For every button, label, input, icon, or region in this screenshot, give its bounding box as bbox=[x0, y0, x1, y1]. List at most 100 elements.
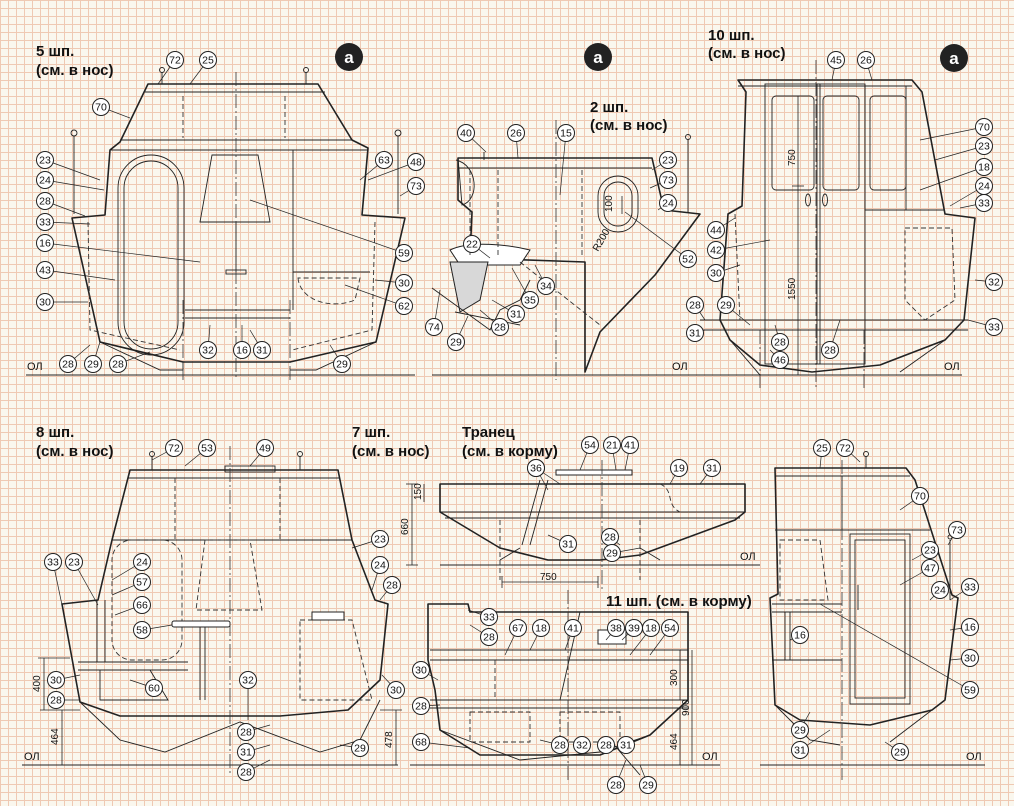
svg-text:22: 22 bbox=[466, 239, 478, 251]
callout-31: 31 bbox=[237, 743, 255, 761]
dim-900: 900 bbox=[681, 699, 692, 716]
svg-text:31: 31 bbox=[706, 463, 718, 475]
svg-text:53: 53 bbox=[201, 443, 213, 455]
title-transom-note: (см. в корму) bbox=[462, 443, 558, 460]
svg-text:73: 73 bbox=[410, 181, 422, 193]
svg-text:29: 29 bbox=[894, 747, 906, 759]
callout-72: 72 bbox=[836, 439, 854, 457]
callout-30: 30 bbox=[395, 274, 413, 292]
svg-text:31: 31 bbox=[620, 740, 632, 752]
callout-29: 29 bbox=[717, 296, 735, 314]
view-badge: а bbox=[940, 44, 968, 72]
svg-text:33: 33 bbox=[978, 198, 990, 210]
svg-text:33: 33 bbox=[483, 612, 495, 624]
callout-leader bbox=[715, 239, 771, 251]
view-badges: а а а bbox=[335, 43, 968, 72]
callout-43: 43 bbox=[36, 261, 54, 279]
callout-33: 33 bbox=[975, 194, 993, 212]
callout-30: 30 bbox=[387, 681, 405, 699]
svg-text:18: 18 bbox=[645, 623, 657, 635]
view-frame-10 bbox=[700, 60, 976, 390]
svg-text:72: 72 bbox=[169, 55, 181, 67]
svg-text:28: 28 bbox=[600, 740, 612, 752]
baseline-label: ОЛ bbox=[27, 361, 43, 373]
callout-31: 31 bbox=[686, 324, 704, 342]
callout-16: 16 bbox=[36, 234, 54, 252]
callout-38: 38 bbox=[607, 619, 625, 637]
svg-text:28: 28 bbox=[50, 695, 62, 707]
svg-text:30: 30 bbox=[415, 665, 427, 677]
svg-text:16: 16 bbox=[236, 345, 248, 357]
svg-text:30: 30 bbox=[964, 653, 976, 665]
callout-28: 28 bbox=[821, 341, 839, 359]
view-badge: а bbox=[584, 43, 612, 71]
svg-text:33: 33 bbox=[964, 582, 976, 594]
callout-67: 67 bbox=[509, 619, 527, 637]
svg-text:29: 29 bbox=[642, 780, 654, 792]
svg-text:25: 25 bbox=[816, 443, 828, 455]
svg-text:67: 67 bbox=[512, 623, 524, 635]
svg-text:33: 33 bbox=[39, 217, 51, 229]
title-transom: Транец bbox=[462, 424, 515, 441]
view-frame-11 bbox=[769, 451, 959, 780]
svg-text:16: 16 bbox=[794, 630, 806, 642]
svg-text:33: 33 bbox=[988, 322, 1000, 334]
callout-45: 45 bbox=[827, 51, 845, 69]
callout-leader bbox=[819, 603, 971, 691]
callout-41: 41 bbox=[564, 619, 582, 637]
title-11-frame: 11 шп. (см. в корму) bbox=[606, 593, 752, 610]
callout-31: 31 bbox=[791, 741, 809, 759]
svg-text:29: 29 bbox=[720, 300, 732, 312]
svg-text:18: 18 bbox=[978, 162, 990, 174]
baseline-label: ОЛ bbox=[944, 361, 960, 373]
callout-16: 16 bbox=[791, 626, 809, 644]
svg-text:31: 31 bbox=[256, 345, 268, 357]
svg-text:34: 34 bbox=[540, 281, 552, 293]
baseline-label: ОЛ bbox=[672, 361, 688, 373]
callout-leader bbox=[249, 199, 405, 254]
svg-text:28: 28 bbox=[824, 345, 836, 357]
callout-28: 28 bbox=[383, 576, 401, 594]
svg-text:46: 46 bbox=[774, 355, 786, 367]
callout-33: 33 bbox=[44, 553, 62, 571]
callout-31: 31 bbox=[703, 459, 721, 477]
callout-72: 72 bbox=[166, 51, 184, 69]
callout-72: 72 bbox=[165, 439, 183, 457]
svg-text:28: 28 bbox=[494, 322, 506, 334]
callout-23: 23 bbox=[65, 553, 83, 571]
dim-464: 464 bbox=[669, 733, 680, 750]
callout-52: 52 bbox=[679, 250, 697, 268]
title-7-frame: 7 шп. bbox=[352, 424, 390, 441]
svg-text:42: 42 bbox=[710, 245, 722, 257]
callout-66: 66 bbox=[133, 596, 151, 614]
callout-31: 31 bbox=[617, 736, 635, 754]
svg-text:24: 24 bbox=[978, 181, 990, 193]
svg-text:59: 59 bbox=[964, 685, 976, 697]
callout-28: 28 bbox=[491, 318, 509, 336]
svg-text:24: 24 bbox=[39, 175, 51, 187]
svg-text:30: 30 bbox=[398, 278, 410, 290]
callout-31: 31 bbox=[507, 305, 525, 323]
svg-text:а: а bbox=[344, 48, 354, 67]
callout-29: 29 bbox=[639, 776, 657, 794]
callout-47: 47 bbox=[921, 559, 939, 577]
svg-text:29: 29 bbox=[606, 548, 618, 560]
svg-text:28: 28 bbox=[774, 337, 786, 349]
dim-300: 300 bbox=[669, 669, 680, 686]
callout-28: 28 bbox=[551, 736, 569, 754]
svg-text:32: 32 bbox=[242, 675, 254, 687]
baseline-label: ОЛ bbox=[702, 751, 718, 763]
svg-text:30: 30 bbox=[39, 297, 51, 309]
svg-text:16: 16 bbox=[39, 238, 51, 250]
svg-text:28: 28 bbox=[604, 532, 616, 544]
svg-text:28: 28 bbox=[483, 632, 495, 644]
title-2-frame-note: (см. в нос) bbox=[590, 117, 668, 134]
callout-28: 28 bbox=[607, 776, 625, 794]
svg-text:23: 23 bbox=[924, 545, 936, 557]
callout-57: 57 bbox=[133, 573, 151, 591]
svg-text:60: 60 bbox=[148, 683, 160, 695]
svg-text:28: 28 bbox=[240, 767, 252, 779]
callout-15: 15 bbox=[557, 124, 575, 142]
svg-text:28: 28 bbox=[62, 359, 74, 371]
